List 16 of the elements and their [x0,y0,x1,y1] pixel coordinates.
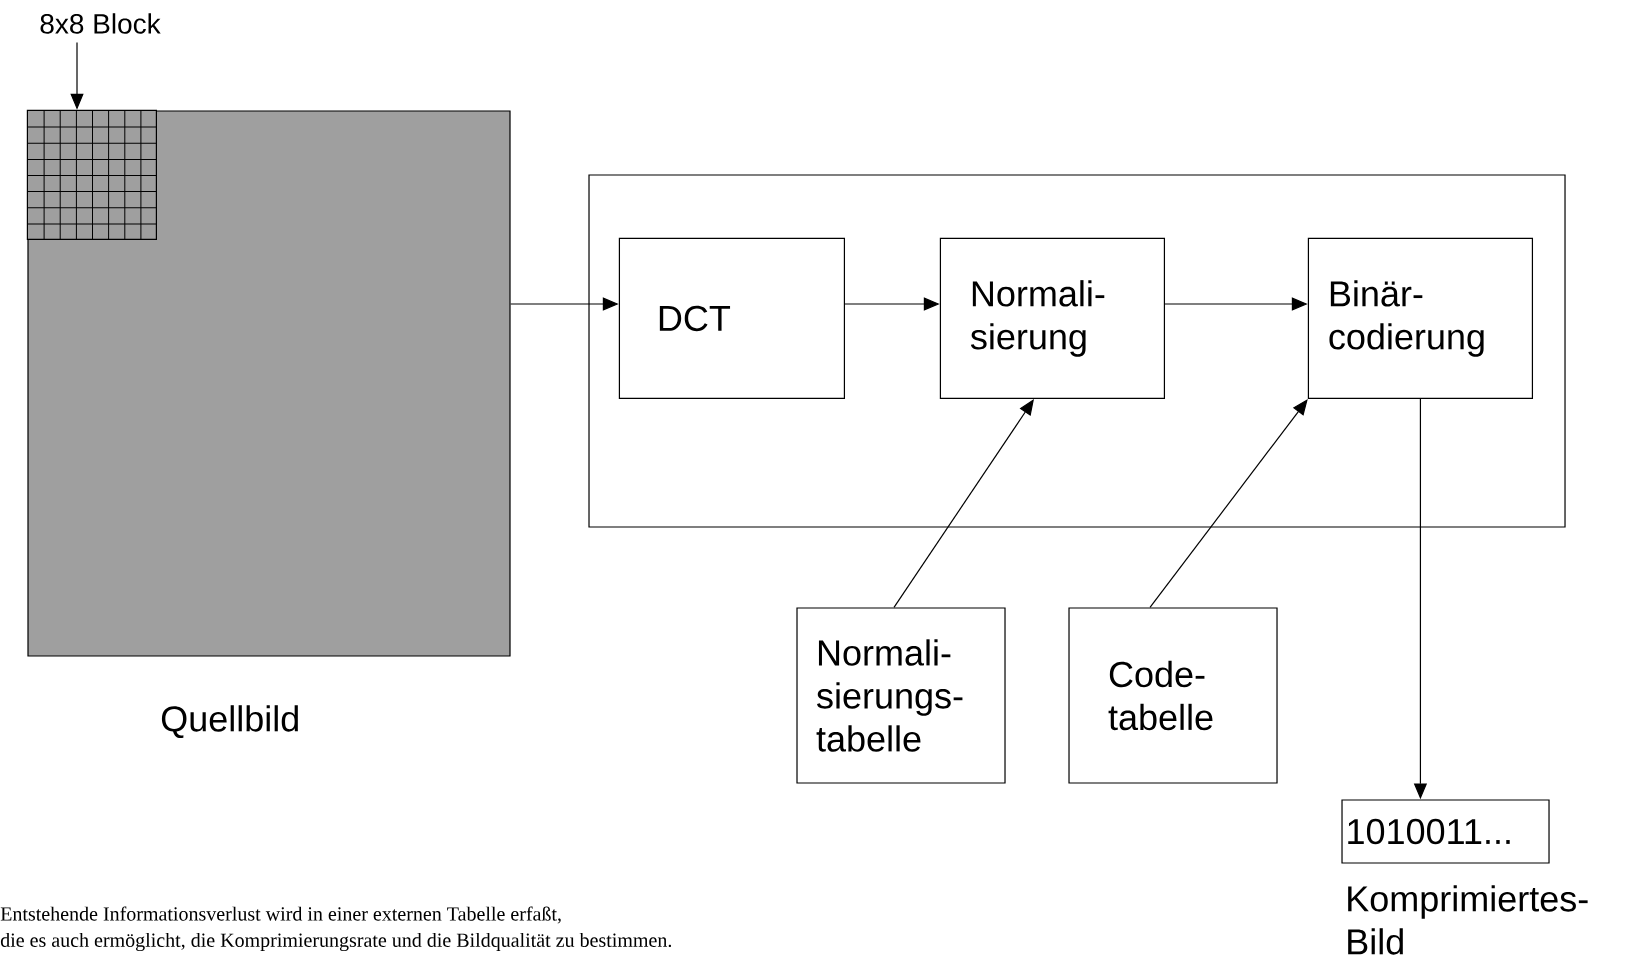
note-text: Entstehende Informationsverlust wird in einer externen Tabelle erfaßt, [0,906,561,924]
process-box: Binär- codierung [1307,237,1533,399]
table-box: Normali- sierungs- tabelle [796,607,1006,784]
arrow [1149,399,1308,608]
note-text: die es auch ermöglicht, die Komprimierungsrate und die Bildqualität zu bestimmen. [0,932,672,952]
table-box: Code- tabelle [1068,607,1278,784]
process-box: DCT [618,237,845,399]
output-box: 1010011... [1341,799,1550,864]
node-label: Komprimiertes- Bild [1348,885,1588,955]
block-label: 8x8 Block [40,13,161,34]
pixel-grid [26,109,158,241]
process-box: Normali- sierung [939,237,1165,399]
process-frame [588,174,1566,528]
arrow [893,399,1034,608]
node-label: Quellbild [161,705,298,739]
source-image [27,110,511,657]
